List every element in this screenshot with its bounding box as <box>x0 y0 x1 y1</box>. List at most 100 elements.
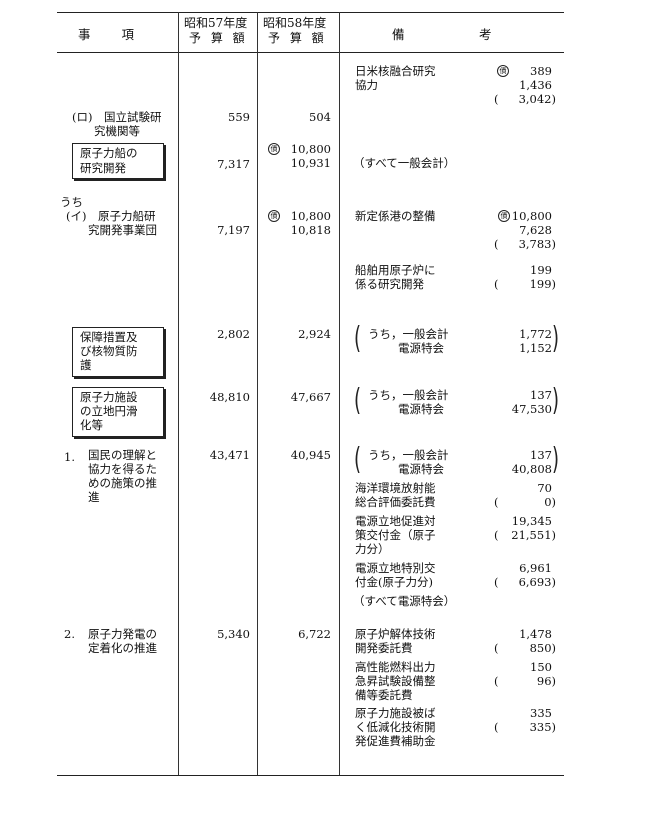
item-label: めの施策の推 <box>88 476 157 490</box>
fy58-amount: 10,800 <box>290 142 331 156</box>
remark-amount: 96) <box>536 674 556 688</box>
paren-open: ( <box>494 641 499 655</box>
item-label: 保障措置及 <box>80 330 138 344</box>
item-box <box>72 327 164 377</box>
item-label: の立地円滑 <box>80 404 138 418</box>
remark-amount: 389 <box>530 64 552 78</box>
item-prefix: うち <box>60 195 83 209</box>
remark-amount: 3,783) <box>518 237 556 251</box>
paren-open: ( <box>494 277 499 291</box>
fy57-amount: 2,802 <box>217 327 250 341</box>
remark-amount: 335 <box>530 706 552 720</box>
item-label: 研究開発 <box>80 161 126 175</box>
remark-text: （すべて電源特会） <box>353 594 456 608</box>
remark-text: 日米核融合研究 <box>355 64 436 78</box>
fy58-amount: 10,931 <box>290 156 331 170</box>
fy57-amount: 7,317 <box>217 157 250 171</box>
remark-amount: 150 <box>530 660 552 674</box>
remark-amount: 7,628 <box>519 223 552 237</box>
remark-amount: 1,772 <box>519 327 552 341</box>
paren-open: ( <box>494 720 499 734</box>
remark-text: 原子炉解体技術 <box>355 627 436 641</box>
remark-amount: 21,551) <box>511 528 556 542</box>
remark-amount: 70 <box>537 481 552 495</box>
fy58-amount: 40,945 <box>290 448 331 462</box>
remark-amount: 19,345 <box>511 514 552 528</box>
remark-text: く低減化技術開 <box>355 720 436 734</box>
table-bottom-rule <box>57 775 564 776</box>
remark-amount: 47,530 <box>511 402 552 416</box>
fy58-amount: 10,818 <box>290 223 331 237</box>
item-label: 進 <box>88 490 100 504</box>
item-label: 協力を得るた <box>88 462 157 476</box>
header-fy57-top: 昭和57年度 <box>184 16 248 30</box>
debt-mark-icon: 債 <box>498 210 510 222</box>
paren-open: ( <box>494 528 499 542</box>
debt-mark-icon: 債 <box>268 143 280 155</box>
bracket-open-icon: ( <box>354 383 362 418</box>
remark-text: 電源特会 <box>398 402 444 416</box>
remark-text: 電源特会 <box>398 341 444 355</box>
remark-amount: 10,800 <box>511 209 552 223</box>
remark-amount: 1,478 <box>519 627 552 641</box>
item-label: (イ) 原子力船研 <box>66 209 156 223</box>
paren-open: ( <box>494 575 499 589</box>
fy58-amount: 2,924 <box>298 327 331 341</box>
remark-text: 付金(原子力分) <box>355 575 433 589</box>
remark-amount: 137 <box>530 448 552 462</box>
fy58-amount: 10,800 <box>290 209 331 223</box>
header-bottom-rule <box>57 52 564 53</box>
bracket-close-icon: ) <box>552 383 560 418</box>
bracket-close-icon: ) <box>552 321 560 356</box>
item-label: (ロ) 国立試験研 <box>72 110 162 124</box>
paren-open: ( <box>494 92 499 106</box>
remark-text: 総合評価委託費 <box>355 495 436 509</box>
header-fy58-top: 昭和58年度 <box>263 16 327 30</box>
col-divider-3 <box>339 12 340 775</box>
remark-amount: 335) <box>529 720 556 734</box>
item-box <box>72 387 164 437</box>
fy58-amount: 504 <box>309 110 331 124</box>
remark-text: 係る研究開発 <box>355 277 424 291</box>
remark-text: 備等委託費 <box>355 688 413 702</box>
debt-mark-icon: 債 <box>268 210 280 222</box>
item-box <box>72 143 164 179</box>
remark-amount: 0) <box>544 495 556 509</box>
remark-text: 電源立地促進対 <box>355 514 436 528</box>
remark-text: 協力 <box>355 78 378 92</box>
item-label: 国民の理解と <box>88 448 157 462</box>
remark-amount: 199 <box>530 263 552 277</box>
remark-text: 急昇試験設備整 <box>355 674 436 688</box>
remark-text: 船舶用原子炉に <box>355 263 436 277</box>
header-fy58-bottom: 予 算 額 <box>268 31 327 45</box>
remark-text: 高性能燃料出力 <box>355 660 436 674</box>
remark-text: 力分） <box>355 542 390 556</box>
item-label: 定着化の推進 <box>88 641 157 655</box>
fy58-amount: 6,722 <box>298 627 331 641</box>
remark-amount: 199) <box>529 277 556 291</box>
paren-open: ( <box>494 674 499 688</box>
remark-text: 電源特会 <box>398 462 444 476</box>
remark-text: 電源立地特別交 <box>355 561 436 575</box>
debt-mark-icon: 債 <box>497 65 509 77</box>
remark-text: 開発委託費 <box>355 641 413 655</box>
paren-open: ( <box>494 237 499 251</box>
item-label: 究機関等 <box>94 124 140 138</box>
remark-text: 原子力施設被ば <box>355 706 436 720</box>
remark-amount: 137 <box>530 388 552 402</box>
bracket-open-icon: ( <box>354 442 362 477</box>
item-number: 1. <box>64 450 75 464</box>
fy57-amount: 5,340 <box>217 627 250 641</box>
bracket-open-icon: ( <box>354 321 362 356</box>
paren-open: ( <box>494 495 499 509</box>
header-fy57-bottom: 予 算 額 <box>189 31 248 45</box>
fy57-amount: 7,197 <box>217 223 250 237</box>
remark-amount: 3,042) <box>518 92 556 106</box>
header-remarks: 備 考 <box>392 27 494 42</box>
remark-amount: 1,152 <box>519 341 552 355</box>
remark-amount: 6,693) <box>518 575 556 589</box>
remark-text: 新定係港の整備 <box>355 209 436 223</box>
remark-amount: 850) <box>529 641 556 655</box>
col-divider-2 <box>257 12 258 775</box>
